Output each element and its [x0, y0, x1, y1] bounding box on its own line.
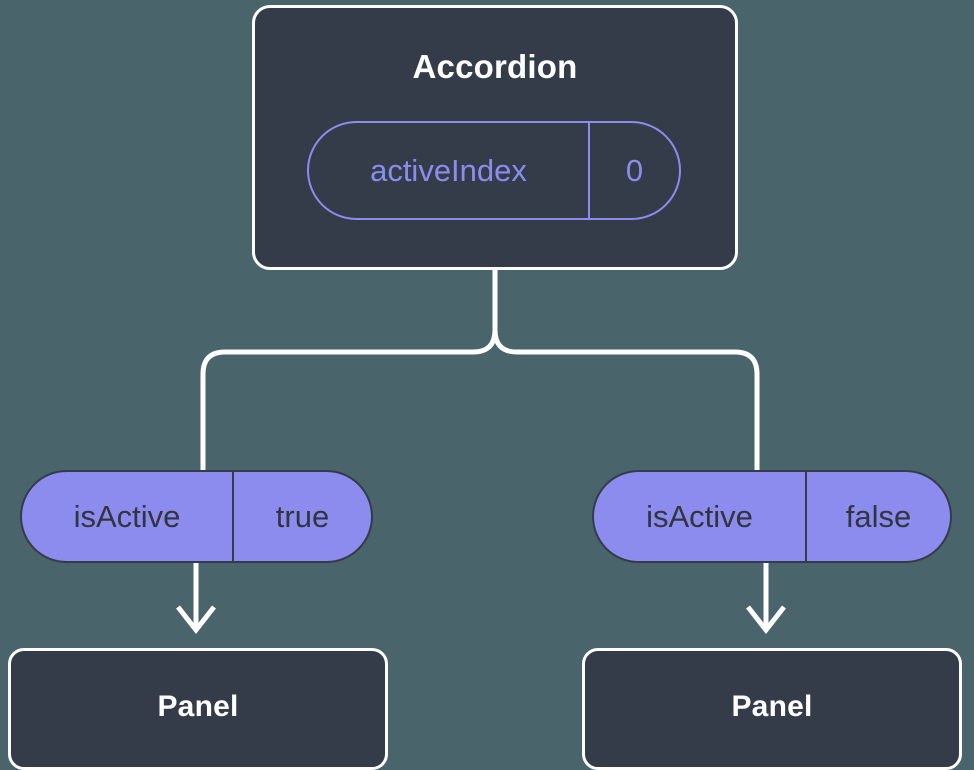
- prop-pill-is-active-true-value: true: [232, 472, 371, 561]
- edge-root-to-right-pill: [492, 270, 760, 470]
- node-panel-right-title: Panel: [731, 690, 813, 723]
- node-panel-left[interactable]: Panel: [8, 648, 388, 770]
- state-pill-active-index[interactable]: activeIndex 0: [307, 121, 681, 220]
- node-panel-right[interactable]: Panel: [582, 648, 962, 770]
- state-pill-active-index-key: activeIndex: [370, 152, 527, 188]
- edge-root-to-left-pill: [200, 270, 498, 470]
- prop-pill-is-active-true-key: isActive: [73, 498, 181, 534]
- state-pill-active-index-value: 0: [588, 123, 679, 218]
- node-accordion-title: Accordion: [412, 48, 578, 85]
- prop-pill-is-active-false-key: isActive: [646, 498, 753, 534]
- prop-pill-is-active-false[interactable]: isActive false: [592, 470, 952, 563]
- arrow-right-head: [746, 605, 786, 635]
- arrow-left-head: [176, 605, 216, 635]
- prop-pill-is-active-false-value: false: [805, 472, 950, 561]
- node-panel-left-title: Panel: [157, 690, 239, 723]
- prop-pill-is-active-true[interactable]: isActive true: [20, 470, 373, 563]
